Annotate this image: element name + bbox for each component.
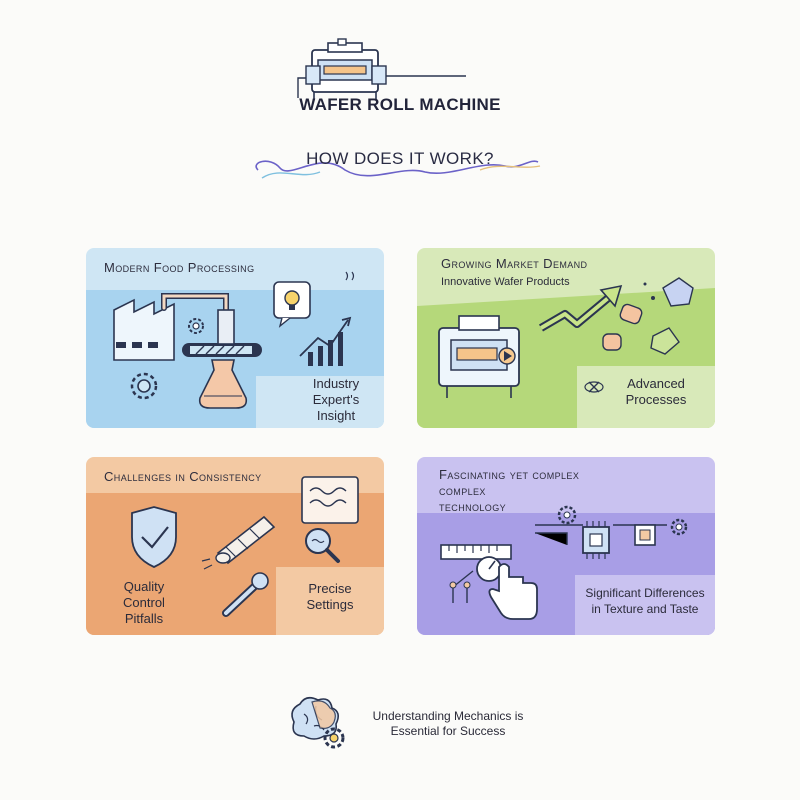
- panel-1-caption: Industry Expert's Insight: [296, 376, 376, 424]
- caption-line: Processes: [625, 392, 687, 407]
- caption-line: Advanced: [627, 376, 685, 391]
- panel-2-title: Growing Market Demand: [441, 256, 588, 271]
- lightbulb-icon: [273, 281, 311, 328]
- caption-line: Insight: [316, 408, 356, 423]
- panel-modern-food-processing: Modern Food Processing Industry Expert's…: [86, 248, 384, 428]
- panel-4-caption: Significant Differences in Texture and T…: [581, 585, 709, 617]
- flask-icon: [198, 359, 248, 409]
- ruler-icon: [440, 544, 512, 560]
- conveyor-icon: [182, 343, 262, 357]
- panel-2-subtitle: Innovative Wafer Products: [441, 276, 570, 288]
- magnifier-icon: [305, 528, 340, 563]
- panel-fascinating-technology: Fascinating yet complex complex technolo…: [417, 457, 715, 635]
- panel-2-illustration: [417, 277, 715, 428]
- panel-growing-market-demand: Growing Market Demand Innovative Wafer P…: [417, 248, 715, 428]
- footer-line: Understanding Mechanics is: [372, 709, 524, 723]
- gear-icon: [557, 505, 577, 525]
- wafer-roll-icon: [201, 515, 276, 570]
- wafer-machine-icon: [297, 38, 466, 100]
- panel-3-caption-right: Precise Settings: [288, 581, 372, 613]
- gear-icon: [130, 372, 158, 400]
- shield-check-icon: [131, 506, 177, 568]
- caption-line: Pitfalls: [124, 611, 164, 626]
- footer-line: Essential for Success: [390, 724, 506, 738]
- panel-3-title: Challenges in Consistency: [104, 469, 262, 484]
- panel-4-title: Fascinating yet complex complex technolo…: [439, 467, 579, 515]
- title-line: complex: [439, 483, 486, 498]
- panel-2-caption: Advanced Processes: [611, 376, 701, 408]
- title-line: technology: [439, 499, 507, 514]
- caption-line: Industry: [312, 376, 360, 391]
- caption-line: Precise: [308, 581, 352, 596]
- caption-line: Control: [123, 595, 165, 610]
- growth-chart-icon: [299, 316, 352, 366]
- wafer-machine-icon: [438, 315, 520, 398]
- chip-icon: [582, 521, 656, 559]
- factory-icon: [113, 298, 175, 361]
- panel-1-title: Modern Food Processing: [104, 260, 255, 275]
- wrench-icon: [222, 572, 269, 617]
- panel-1-illustration: [86, 271, 384, 428]
- brain-gear-icon: [291, 696, 345, 749]
- caption-line: Quality: [123, 579, 165, 594]
- panel-challenges-in-consistency: Challenges in Consistency Quality Contro…: [86, 457, 384, 635]
- panel-3-illustration: [86, 476, 384, 635]
- page-subtitle: HOW DOES IT WORK?: [306, 149, 494, 168]
- panel-3-caption-left: Quality Control Pitfalls: [104, 579, 184, 627]
- wave-decoration: [255, 160, 541, 179]
- title-line: Fascinating yet complex: [439, 467, 580, 482]
- caption-line: Significant Differences: [585, 586, 705, 600]
- wafer-roll-icon: [584, 381, 604, 393]
- document-chart-icon: [301, 476, 359, 524]
- footer-message: Understanding Mechanics is Essential for…: [358, 709, 538, 739]
- caption-line: Settings: [306, 597, 354, 612]
- page-title: WAFER ROLL MACHINE: [299, 95, 501, 114]
- caption-line: Expert's: [312, 392, 360, 407]
- panel-4-illustration: [417, 505, 715, 635]
- pointer-hand-icon: [488, 563, 538, 620]
- wafer-pieces-icon: [602, 277, 694, 355]
- trend-arrow-icon: [538, 284, 623, 332]
- caption-line: in Texture and Taste: [591, 602, 699, 616]
- dial-icon: [476, 556, 502, 582]
